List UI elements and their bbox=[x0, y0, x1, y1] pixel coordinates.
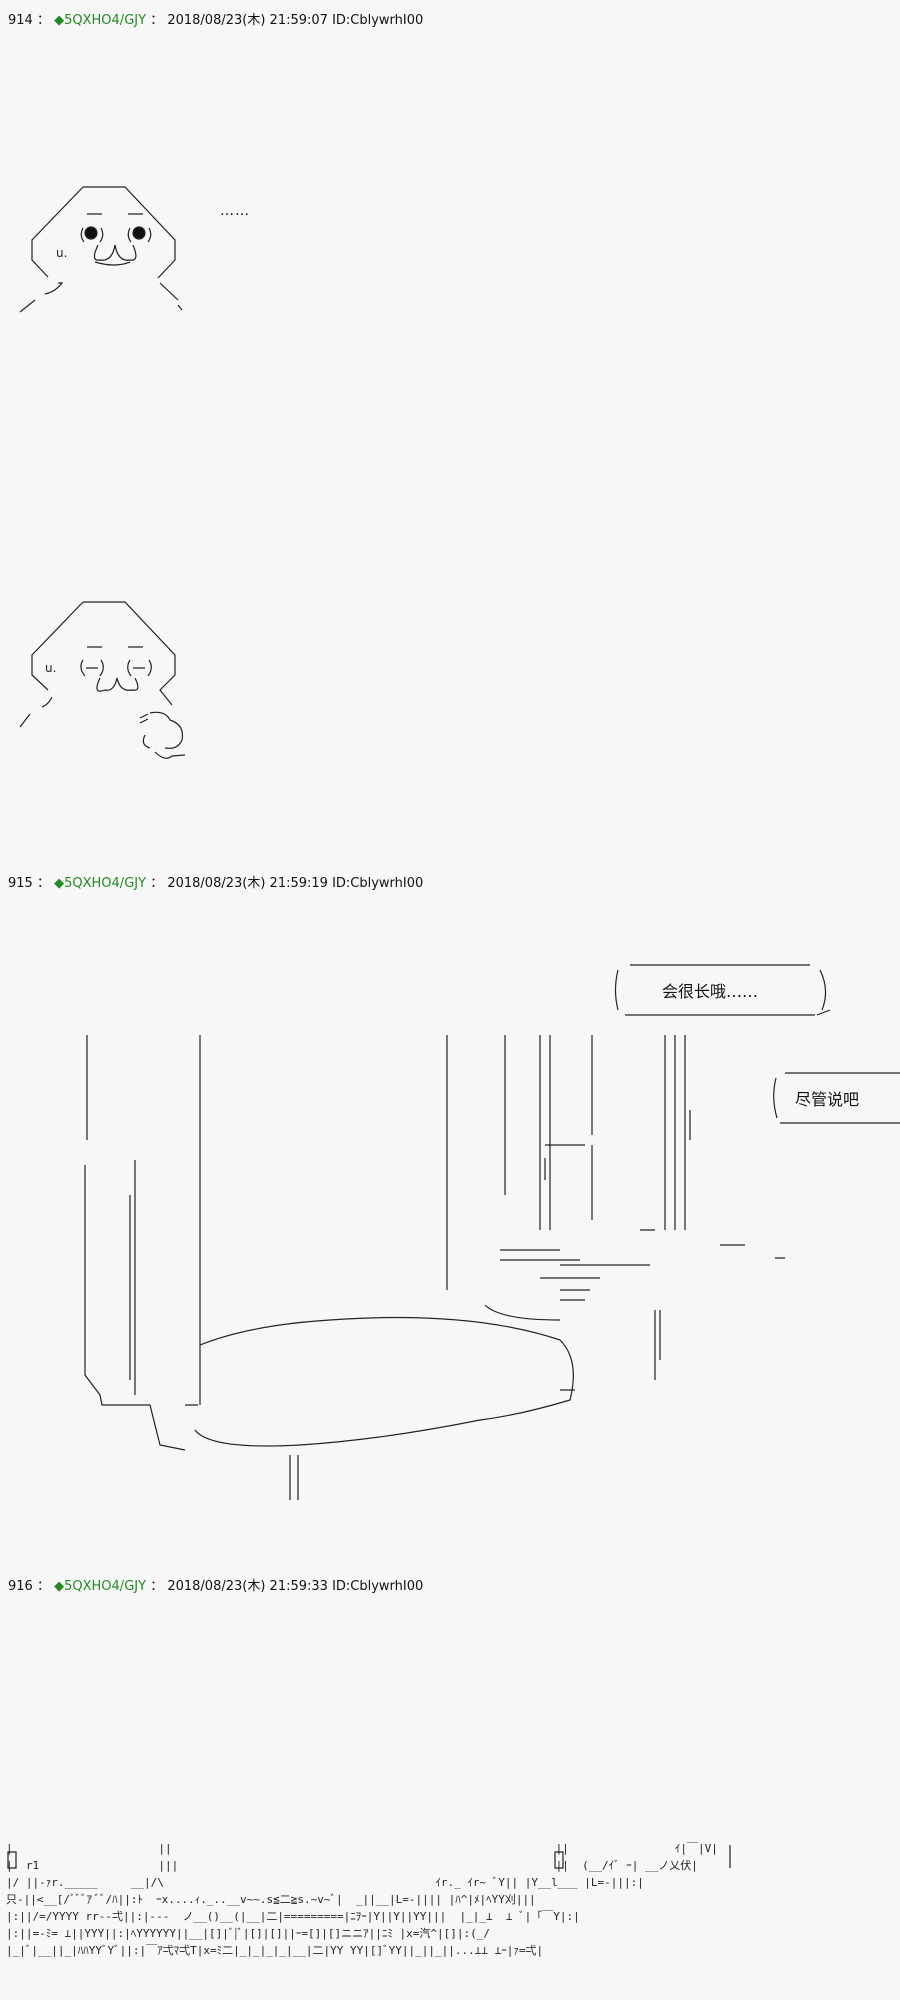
face-eyes-closed: u. bbox=[19, 601, 186, 759]
separator: ： bbox=[36, 876, 50, 891]
separator: ： bbox=[150, 1579, 164, 1594]
post-number: 915 bbox=[8, 876, 33, 891]
cityscape-ascii-art: | || || ｲ|￣|V| | r1 ||| || (__/ｲ bbox=[6, 1842, 718, 1957]
speech-bubble-2 bbox=[773, 1072, 900, 1124]
face-eyes-open: u. bbox=[19, 186, 183, 313]
bubble-2-text: 尽管说吧 bbox=[795, 1090, 860, 1109]
post-header-915: 915 ： ◆5QXHO4/GJY ： 2018/08/23(木) 21:59:… bbox=[8, 872, 423, 891]
post-number: 914 bbox=[8, 13, 33, 28]
separator: ： bbox=[36, 1579, 50, 1594]
speech-bubble-1 bbox=[614, 964, 831, 1016]
post-number: 916 bbox=[8, 1579, 33, 1594]
bubble-1-text: 会很长哦…… bbox=[662, 982, 759, 1001]
speech-ellipsis: …… bbox=[220, 203, 250, 219]
cityscape-outline bbox=[7, 1845, 731, 1869]
post-header-914: 914 ： ◆5QXHO4/GJY ： 2018/08/23(木) 21:59:… bbox=[8, 9, 423, 28]
svg-text:u.: u. bbox=[45, 661, 56, 675]
post-datetime: 2018/08/23(木) 21:59:19 ID:CblywrhI00 bbox=[167, 876, 424, 891]
separator: ： bbox=[150, 876, 164, 891]
svg-text:u.: u. bbox=[56, 246, 67, 260]
separator: ： bbox=[36, 13, 50, 28]
post-datetime: 2018/08/23(木) 21:59:07 ID:CblywrhI00 bbox=[167, 13, 424, 28]
pillar-room-scene bbox=[84, 1035, 785, 1500]
separator: ： bbox=[150, 13, 164, 28]
poster-trip[interactable]: ◆5QXHO4/GJY bbox=[54, 13, 147, 28]
post-datetime: 2018/08/23(木) 21:59:33 ID:CblywrhI00 bbox=[167, 1579, 424, 1594]
poster-trip[interactable]: ◆5QXHO4/GJY bbox=[54, 876, 147, 891]
post-header-916: 916 ： ◆5QXHO4/GJY ： 2018/08/23(木) 21:59:… bbox=[8, 1575, 423, 1594]
poster-trip[interactable]: ◆5QXHO4/GJY bbox=[54, 1579, 147, 1594]
